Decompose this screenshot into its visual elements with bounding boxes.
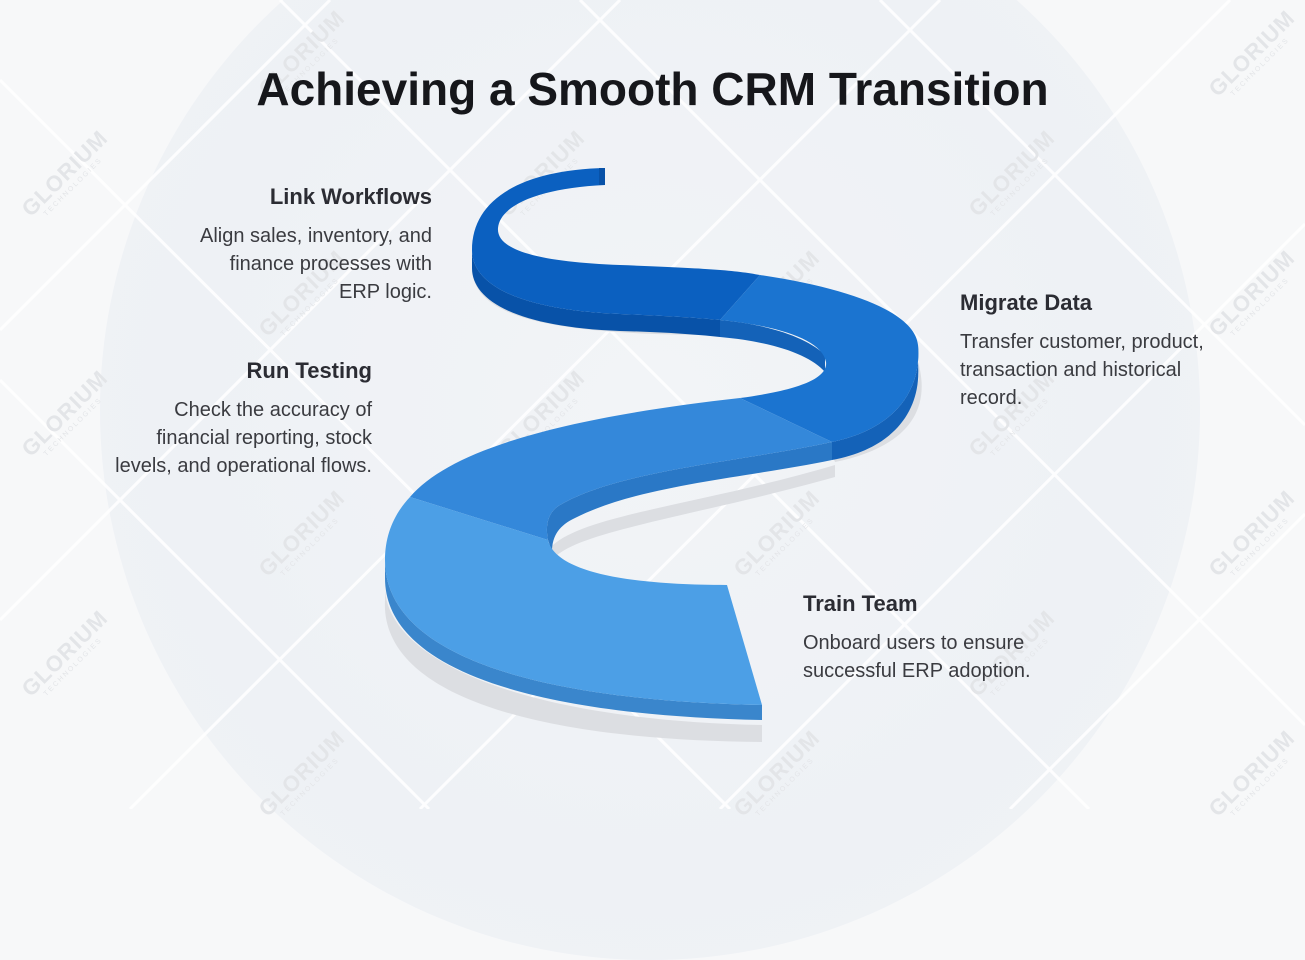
segment-3-side (546, 442, 832, 552)
s-curve-roadmap (384, 168, 922, 742)
background-lines (0, 0, 1305, 809)
page-title: Achieving a Smooth CRM Transition (256, 63, 1049, 115)
step-heading: Run Testing (246, 358, 372, 383)
segment-2-inner-side (720, 320, 825, 372)
segment-3-top (410, 398, 832, 540)
step-heading: Link Workflows (269, 184, 432, 209)
segment-1-top (472, 168, 760, 320)
segment-2-side (832, 345, 919, 460)
step-migrate-data: Migrate Data Transfer customer, product,… (960, 290, 1280, 412)
segment-1-end-cap (599, 168, 605, 185)
step-link-workflows: Link Workflows Align sales, inventory, a… (120, 184, 432, 306)
segment-4-side (385, 560, 762, 720)
segment-2-top (720, 275, 919, 442)
segment-4-top (385, 497, 762, 705)
segment-1-side (472, 250, 720, 337)
step-description: Transfer customer, product,transaction a… (960, 331, 1204, 409)
step-heading: Migrate Data (960, 290, 1093, 315)
step-heading: Train Team (803, 591, 918, 616)
